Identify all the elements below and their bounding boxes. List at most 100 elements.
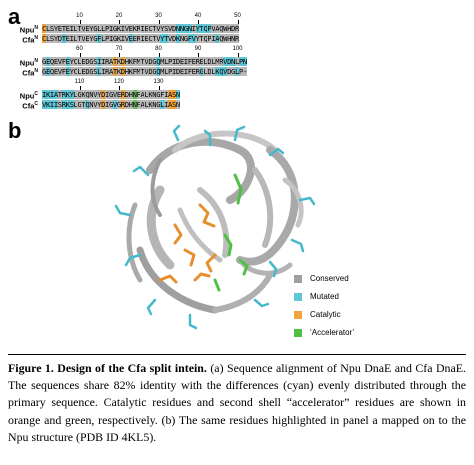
- ruler-tick: [237, 53, 239, 57]
- residue: G: [156, 90, 161, 99]
- residue: G: [156, 100, 161, 109]
- residue: Q: [219, 24, 224, 33]
- ruler-tick: [158, 53, 160, 57]
- residue: E: [53, 67, 59, 76]
- residue: E: [65, 57, 70, 66]
- residue: N: [175, 24, 181, 33]
- residue: L: [203, 57, 208, 66]
- residue: E: [144, 24, 149, 33]
- residue: E: [191, 57, 196, 66]
- residue: V: [223, 67, 228, 76]
- residue: I: [140, 24, 145, 33]
- residue: M: [160, 57, 165, 66]
- sequence-row: VKIISRKSLGTQNVYDIGVGRDHNFALKNGLIASN: [42, 100, 180, 109]
- sequence-row: IKIATRKYLGKQNVYDIGVERDHNFALKNGFIASN: [42, 90, 180, 99]
- residue: P: [168, 57, 173, 66]
- sequence-name: CfaN: [22, 35, 38, 45]
- residue: Q: [49, 57, 55, 66]
- residue: A: [215, 24, 220, 33]
- residue: L: [73, 34, 78, 43]
- ruler-tick: [79, 86, 81, 90]
- residue: L: [73, 100, 78, 109]
- residue: R: [105, 57, 110, 66]
- residue: N: [242, 57, 248, 66]
- residue: I: [120, 24, 126, 33]
- ruler-label: 70: [115, 46, 123, 52]
- residue: M: [136, 57, 141, 66]
- sequence-row: CLSYDTEILTVEYGFLPIGKIVEERIECTVYTVDKNGFVY…: [42, 34, 239, 43]
- residue: L: [234, 57, 240, 66]
- residue: E: [57, 24, 63, 33]
- residue: D: [124, 100, 130, 109]
- ruler-label: 90: [194, 46, 202, 52]
- residue: L: [73, 24, 78, 33]
- residue: I: [183, 67, 189, 76]
- residue: A: [108, 67, 114, 76]
- residue: A: [215, 34, 220, 43]
- residue: D: [120, 67, 126, 76]
- caption-rule: [8, 354, 466, 355]
- residue: K: [116, 34, 122, 43]
- residue: E: [191, 67, 196, 76]
- ruler-label: 110: [74, 79, 85, 85]
- residue: G: [112, 34, 118, 43]
- residue: V: [191, 34, 196, 43]
- ruler-label: 30: [155, 13, 162, 19]
- residue: T: [77, 24, 82, 33]
- residue: N: [89, 90, 94, 99]
- residue: T: [61, 24, 67, 33]
- residue: L: [144, 100, 149, 109]
- residue: V: [156, 24, 161, 33]
- residue: F: [61, 67, 67, 76]
- residue: H: [227, 34, 232, 43]
- residue: E: [65, 24, 70, 33]
- residue: T: [112, 57, 118, 66]
- residue: K: [215, 67, 220, 76]
- ruler-tick: [119, 20, 121, 24]
- residue: M: [215, 57, 220, 66]
- residue: T: [199, 34, 204, 43]
- residue: V: [223, 57, 228, 66]
- residue: F: [187, 67, 193, 76]
- residue: D: [231, 24, 236, 33]
- residue: L: [160, 100, 165, 109]
- residue: L: [144, 90, 149, 99]
- residue: P: [238, 57, 244, 66]
- residue: E: [179, 57, 185, 66]
- residue: F: [61, 57, 67, 66]
- residue: D: [227, 67, 232, 76]
- residue: T: [81, 100, 86, 109]
- residue: G: [42, 57, 47, 66]
- residue: Q: [85, 90, 90, 99]
- residue: L: [234, 67, 240, 76]
- residue: P: [238, 67, 244, 76]
- residue: G: [152, 57, 157, 66]
- residue: V: [57, 57, 63, 66]
- residue: V: [144, 57, 149, 66]
- residue: W: [223, 34, 228, 43]
- residue: R: [105, 67, 110, 76]
- residue: I: [108, 34, 114, 43]
- residue: D: [171, 34, 177, 43]
- residue: E: [45, 57, 51, 66]
- sequence-name: NpuN: [19, 25, 38, 35]
- residue: N: [89, 100, 94, 109]
- residue: R: [120, 90, 126, 99]
- residue: C: [42, 24, 47, 33]
- residue: F: [132, 57, 137, 66]
- residue: V: [124, 34, 130, 43]
- ruler-tick: [119, 53, 121, 57]
- residue: V: [81, 34, 86, 43]
- residue: D: [101, 90, 106, 99]
- residue: F: [136, 90, 141, 99]
- residue: N: [187, 24, 193, 33]
- residue: Q: [203, 24, 208, 33]
- ruler-tick: [79, 53, 81, 57]
- residue: R: [136, 34, 141, 43]
- residue: I: [101, 67, 106, 76]
- residue: L: [97, 67, 102, 76]
- residue: G: [152, 67, 157, 76]
- residue: V: [124, 24, 130, 33]
- residue: R: [120, 100, 126, 109]
- legend-swatch: [294, 329, 302, 337]
